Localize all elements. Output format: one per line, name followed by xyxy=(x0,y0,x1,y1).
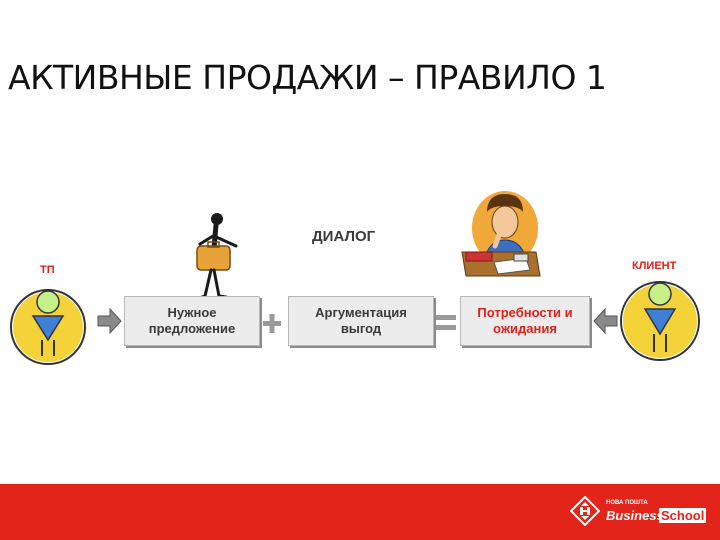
client-person-icon xyxy=(620,281,700,361)
benefit-argument-line-1: Аргументация xyxy=(315,305,407,320)
tp-label: ТП xyxy=(40,264,55,276)
need-offer-line-1: Нужное xyxy=(167,305,217,320)
needs-expectations-line-1: Потребности и xyxy=(477,305,573,320)
business-school-logo: НОВА ПОШТА Business School xyxy=(570,496,710,528)
nova-poshta-logo-icon xyxy=(570,496,600,526)
footer-bar xyxy=(0,484,720,540)
tp-person-icon xyxy=(10,289,86,365)
needs-expectations-box: Потребности и ожидания xyxy=(460,296,590,346)
equals-icon xyxy=(436,315,456,330)
dialog-label: ДИАЛОГ xyxy=(312,228,376,245)
sales-rule-diagram xyxy=(10,191,700,365)
salesman-figure-icon xyxy=(196,213,238,300)
benefit-argument-line-2: выгод xyxy=(340,321,382,336)
logo-school-text: School xyxy=(659,508,707,523)
need-offer-box: Нужное предложение xyxy=(124,296,260,346)
client-at-desk-icon xyxy=(461,191,541,277)
benefit-argument-box: Аргументация выгод xyxy=(288,296,434,346)
logo-business-text: Business xyxy=(606,508,664,523)
slide-title: АКТИВНЫЕ ПРОДАЖИ – ПРАВИЛО 1 xyxy=(8,58,607,97)
plus-icon xyxy=(263,314,281,333)
needs-expectations-line-2: ожидания xyxy=(493,321,557,336)
need-offer-line-2: предложение xyxy=(148,321,236,336)
client-label: КЛИЕНТ xyxy=(632,260,677,272)
arrow-right-icon xyxy=(97,307,122,335)
logo-brand-small: НОВА ПОШТА xyxy=(606,500,648,506)
arrow-left-icon xyxy=(593,307,618,335)
